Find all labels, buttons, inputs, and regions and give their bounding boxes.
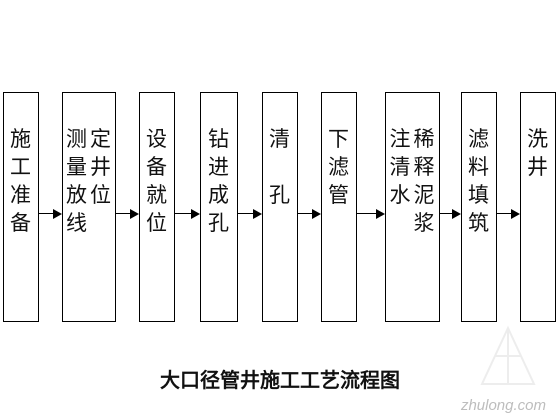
process-step-8: 滤料填筑 [461,92,497,322]
process-step-9: 洗井 [520,92,556,322]
step-label-char: 设 [146,127,167,151]
step-label-char: 稀 [413,127,435,151]
step-label-char: 泥 [413,183,435,207]
diagram-title: 大口径管井施工工艺流程图 [160,368,400,392]
step-label-char: 测 [66,127,87,151]
step-label-char: 钻 [208,127,229,151]
step-label-char: 清 [269,127,290,151]
step-label-char: 筑 [468,211,489,235]
process-step-1: 施工准备 [3,92,39,322]
step-label-char: 准 [10,183,31,207]
step-label-char: 料 [468,155,489,179]
step-label-char: 水 [389,183,411,207]
step-label-char: 就 [146,183,167,207]
arrow-head-icon [253,209,262,219]
watermark-logo-icon [480,325,536,385]
process-step-2: 测量放线定井位 [62,92,116,322]
step-label-column: 稀释泥浆 [412,125,436,237]
flow-arrow [440,213,453,214]
step-label-column: 下滤管 [327,125,351,209]
flow-arrow [39,213,54,214]
step-label-char: 成 [208,183,229,207]
process-step-5: 清孔 [262,92,298,322]
arrow-head-icon [53,209,62,219]
step-label-column: 施工准备 [9,125,33,237]
step-label-char: 位 [146,211,167,235]
process-step-6: 下滤管 [321,92,357,322]
step-label-char: 孔 [208,211,229,235]
flow-arrow [357,213,377,214]
step-label-char: 滤 [468,127,489,151]
step-label-char: 备 [146,155,167,179]
step-label-char: 工 [10,155,31,179]
step-label-char: 清 [389,155,411,179]
step-label-char: 孔 [269,183,290,207]
step-label-char: 滤 [328,155,349,179]
step-label-column: 清孔 [268,125,292,209]
step-label-char: 定 [90,127,111,151]
flow-arrow [298,213,313,214]
process-step-3: 设备就位 [139,92,175,322]
process-step-4: 钻进成孔 [200,92,238,322]
step-label-column: 洗井 [526,125,550,181]
step-label-char: 井 [527,155,548,179]
step-label-column: 钻进成孔 [207,125,231,237]
step-label-char: 下 [328,127,349,151]
step-label-char: 施 [10,127,31,151]
arrow-head-icon [511,209,520,219]
step-label-char: 管 [328,183,349,207]
flow-arrow [175,213,192,214]
watermark-text: zhulong.com [460,397,546,414]
arrow-head-icon [130,209,139,219]
step-label-char: 线 [66,211,87,235]
step-label-char: 填 [468,183,489,207]
step-label-column: 滤料填筑 [467,125,491,237]
step-label-char: 备 [10,211,31,235]
flow-arrow [238,213,254,214]
step-label-char: 量 [66,155,87,179]
step-label-char: 放 [66,183,87,207]
arrow-head-icon [452,209,461,219]
step-label-column: 定井位 [89,125,113,209]
flow-arrow [116,213,131,214]
step-label-column: 设备就位 [145,125,169,237]
step-label-char: 位 [90,183,111,207]
step-label-char: 井 [90,155,111,179]
step-label-column: 测量放线 [65,125,89,237]
arrow-head-icon [312,209,321,219]
step-label-char: 注 [389,127,411,151]
process-step-7: 注清水稀释泥浆 [385,92,440,322]
step-label-char: 释 [413,155,435,179]
step-label-column: 注清水 [388,125,412,209]
flow-arrow [497,213,512,214]
step-label-char: 浆 [413,211,435,235]
arrow-head-icon [376,209,385,219]
arrow-head-icon [191,209,200,219]
step-label-char: 进 [208,155,229,179]
step-label-char: 洗 [527,127,548,151]
